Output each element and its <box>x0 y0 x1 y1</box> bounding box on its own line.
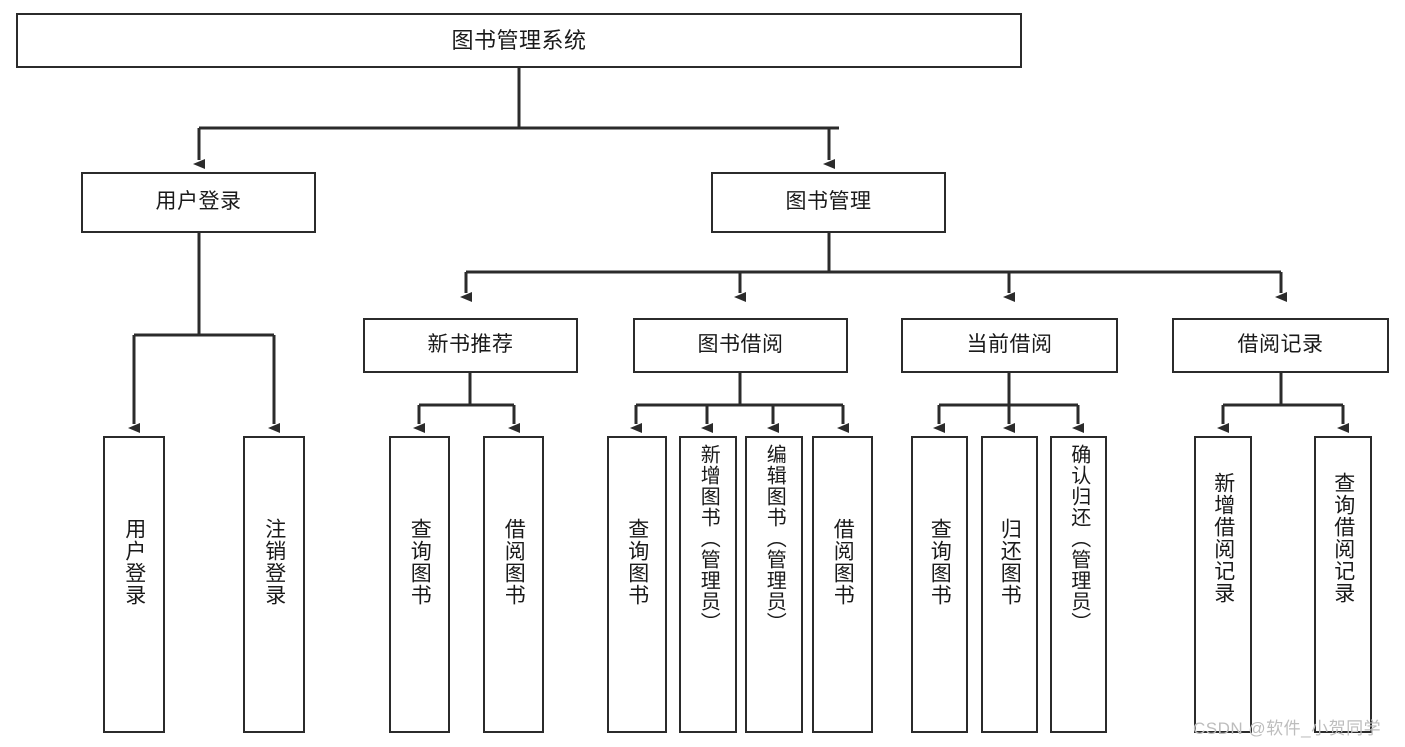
node-leaf-add-record[interactable]: 新增借阅记录 <box>1194 436 1252 733</box>
node-new-book-recommend-label: 新书推荐 <box>427 333 514 357</box>
node-book-management[interactable]: 图书管理 <box>711 172 946 233</box>
node-leaf-query-record-label: 查询借阅记录 <box>1331 472 1355 604</box>
csdn-watermark: CSDN @软件_小贺同学 <box>1193 719 1382 738</box>
node-leaf-return-book-label: 归还图书 <box>998 518 1022 606</box>
node-leaf-add-book-label: 新增图书（管理员） <box>697 444 720 633</box>
node-leaf-confirm-return-label: 确认归还（管理员） <box>1067 444 1090 633</box>
node-current-borrow-label: 当前借阅 <box>966 333 1053 357</box>
node-leaf-query-book-2[interactable]: 查询图书 <box>607 436 667 733</box>
node-leaf-borrow-book-2-label: 借阅图书 <box>831 518 855 606</box>
node-leaf-borrow-book-1[interactable]: 借阅图书 <box>483 436 544 733</box>
node-leaf-query-book-1[interactable]: 查询图书 <box>389 436 450 733</box>
node-leaf-logout-login[interactable]: 注销登录 <box>243 436 305 733</box>
node-book-borrow[interactable]: 图书借阅 <box>633 318 848 373</box>
node-new-book-recommend[interactable]: 新书推荐 <box>363 318 578 373</box>
node-book-borrow-label: 图书借阅 <box>697 333 784 357</box>
node-leaf-query-book-3-label: 查询图书 <box>928 518 952 606</box>
node-leaf-edit-book-label: 编辑图书（管理员） <box>763 444 786 633</box>
node-user-login[interactable]: 用户登录 <box>81 172 316 233</box>
node-leaf-add-record-label: 新增借阅记录 <box>1211 472 1235 604</box>
node-leaf-logout-login-label: 注销登录 <box>262 518 286 606</box>
node-book-management-label: 图书管理 <box>785 190 872 214</box>
node-leaf-query-book-2-label: 查询图书 <box>625 518 649 606</box>
node-leaf-query-book-1-label: 查询图书 <box>408 518 432 606</box>
node-leaf-query-record[interactable]: 查询借阅记录 <box>1314 436 1372 733</box>
node-user-login-label: 用户登录 <box>155 190 242 214</box>
node-root-label: 图书管理系统 <box>451 27 587 53</box>
node-leaf-edit-book[interactable]: 编辑图书（管理员） <box>745 436 803 733</box>
node-leaf-confirm-return[interactable]: 确认归还（管理员） <box>1050 436 1107 733</box>
node-leaf-borrow-book-1-label: 借阅图书 <box>502 518 526 606</box>
node-borrow-record-label: 借阅记录 <box>1237 333 1324 357</box>
node-leaf-borrow-book-2[interactable]: 借阅图书 <box>812 436 873 733</box>
node-leaf-user-login[interactable]: 用户登录 <box>103 436 165 733</box>
node-current-borrow[interactable]: 当前借阅 <box>901 318 1118 373</box>
node-root[interactable]: 图书管理系统 <box>16 13 1022 68</box>
node-leaf-add-book[interactable]: 新增图书（管理员） <box>679 436 737 733</box>
node-leaf-user-login-label: 用户登录 <box>122 518 146 606</box>
node-leaf-query-book-3[interactable]: 查询图书 <box>911 436 968 733</box>
node-leaf-return-book[interactable]: 归还图书 <box>981 436 1038 733</box>
node-borrow-record[interactable]: 借阅记录 <box>1172 318 1389 373</box>
